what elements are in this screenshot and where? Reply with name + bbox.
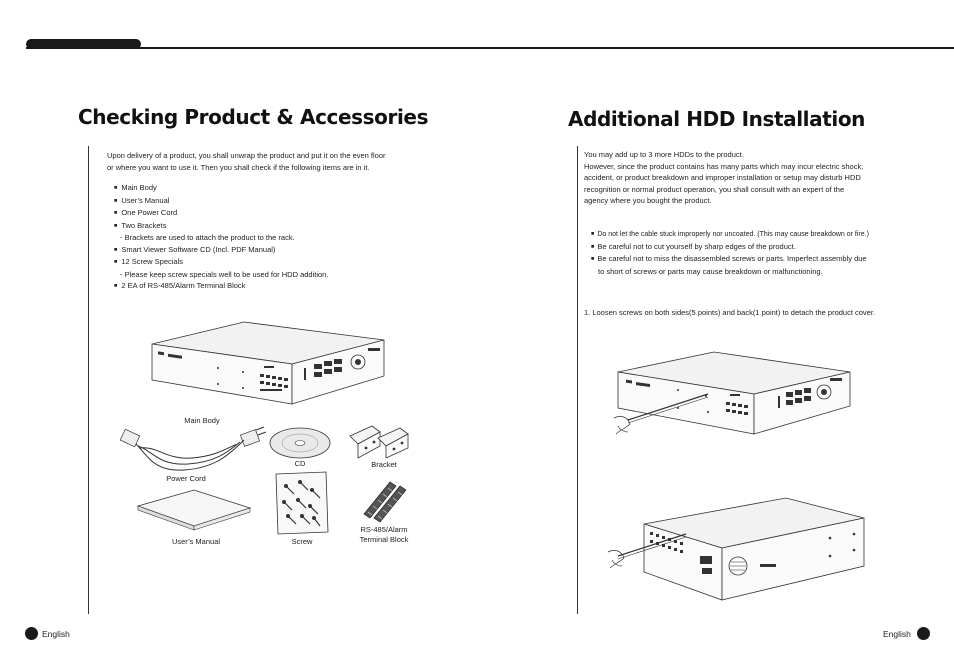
cd-caption: CD bbox=[294, 459, 306, 468]
caption-line: Terminal Block bbox=[359, 535, 409, 544]
screw-illustration bbox=[275, 471, 329, 535]
list-item: Smart Viewer Software CD (Incl. PDF Manu… bbox=[114, 244, 328, 257]
note-item: Do not let the cable stuck improperly no… bbox=[591, 229, 869, 241]
list-item: Main Body bbox=[114, 182, 328, 195]
list-item: 12 Screw Specials bbox=[114, 256, 328, 269]
intro-line: recognition or normal product operation,… bbox=[584, 184, 845, 194]
list-item: One Power Cord bbox=[114, 207, 328, 220]
note-item: Be careful not to cut yourself by sharp … bbox=[591, 241, 869, 254]
intro-line: or where you want to use it. Then you sh… bbox=[107, 162, 370, 172]
right-footer-language: English bbox=[883, 629, 911, 639]
dvr-front-screw-illustration bbox=[613, 351, 851, 435]
left-footer-language: English bbox=[42, 629, 70, 639]
caption-line: RS-485/Alarm bbox=[360, 525, 408, 534]
intro-line: However, since the product contains has … bbox=[584, 161, 864, 171]
left-margin-line bbox=[88, 146, 89, 614]
right-margin-line bbox=[577, 146, 578, 614]
bracket-caption: Bracket bbox=[371, 460, 397, 469]
intro-line: agency where you bought the product. bbox=[584, 196, 712, 205]
note-item-continued: to short of screws or parts may cause br… bbox=[598, 266, 823, 276]
step-instruction: 1. Loosen screws on both sides(5 points)… bbox=[584, 308, 876, 317]
power-cord-illustration bbox=[119, 426, 267, 471]
intro-line: accident, or product breakdown and impro… bbox=[584, 173, 861, 182]
list-subitem: - Please keep screw specials well to be … bbox=[120, 269, 329, 279]
power-cord-caption: Power Cord bbox=[166, 474, 206, 483]
note-item: Be careful not to miss the disassembled … bbox=[591, 253, 869, 266]
main-body-caption: Main Body bbox=[184, 416, 220, 425]
dvr-rear-screw-illustration bbox=[607, 497, 865, 601]
left-intro-paragraph: Upon delivery of a product, you shall un… bbox=[107, 150, 386, 173]
intro-line: Upon delivery of a product, you shall un… bbox=[107, 151, 386, 160]
accessories-list: Main Body User’s Manual One Power Cord T… bbox=[114, 182, 328, 293]
page-marker-dot bbox=[25, 627, 38, 640]
right-page-title: Additional HDD Installation bbox=[568, 107, 866, 131]
users-manual-caption: User’s Manual bbox=[171, 537, 221, 546]
right-intro-paragraph: You may add up to 3 more HDDs to the pro… bbox=[584, 149, 863, 207]
terminal-block-caption: RS-485/Alarm Terminal Block bbox=[346, 525, 422, 545]
screw-caption: Screw bbox=[291, 537, 313, 546]
list-item: 2 EA of RS-485/Alarm Terminal Block bbox=[114, 280, 328, 293]
intro-line: You may add up to 3 more HDDs to the pro… bbox=[584, 150, 744, 159]
list-item: User’s Manual bbox=[114, 195, 328, 208]
left-page-title: Checking Product & Accessories bbox=[78, 105, 429, 129]
main-body-illustration bbox=[151, 321, 385, 405]
users-manual-illustration bbox=[136, 489, 252, 531]
header-rule bbox=[26, 47, 954, 49]
caution-notes: Do not let the cable stuck improperly no… bbox=[591, 229, 869, 277]
page-marker-dot bbox=[917, 627, 930, 640]
terminal-block-illustration bbox=[363, 481, 407, 523]
list-item: Two Brackets bbox=[114, 220, 328, 233]
cd-illustration bbox=[269, 427, 331, 459]
bracket-illustration bbox=[349, 425, 409, 459]
header-tab bbox=[26, 39, 141, 49]
list-subitem: - Brackets are used to attach the produc… bbox=[120, 233, 295, 242]
